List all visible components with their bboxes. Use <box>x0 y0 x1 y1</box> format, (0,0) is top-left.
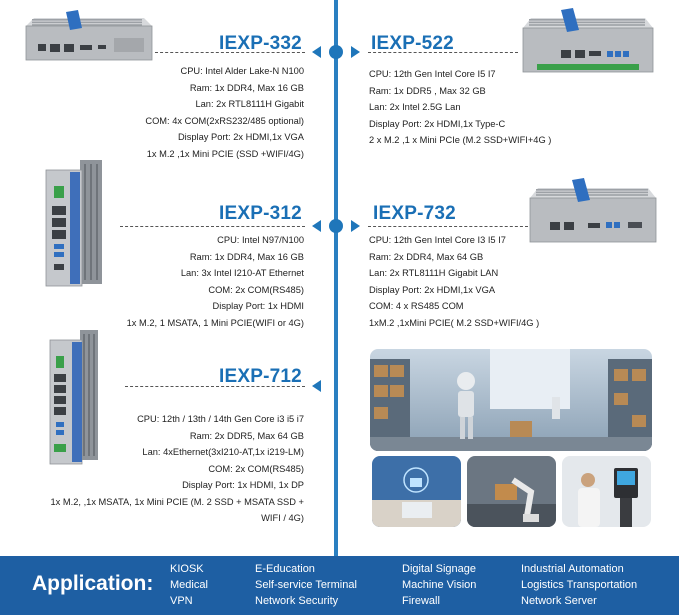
specs-iexp-712: CPU: 12th / 13th / 14th Gen Core i3 i5 i… <box>39 411 305 527</box>
device-image-iexp-312 <box>45 160 102 287</box>
spec-line: Lan: 4xEthernet(3xI210-AT,1x i219-LM) <box>142 447 304 457</box>
spec-line: Display Port: 1x HDMI <box>212 301 304 311</box>
spec-line: Ram: 2x DDR4, Max 64 GB <box>369 251 484 262</box>
spec-line: Lan: 3x Intel I210-AT Ethernet <box>180 268 304 278</box>
spec-line: Lan: 2x RTL8111H Gigabit <box>195 99 304 109</box>
spec-line: Ram: 2x DDR5, Max 64 GB <box>189 430 304 441</box>
spec-line: CPU: 12th Gen Intel Core I5 I7 <box>369 69 496 79</box>
divider <box>125 386 305 387</box>
application-item: E-Education <box>255 563 315 575</box>
spec-line: 1x M.2, 1 MSATA, 1 Mini PCIE(WIFI or 4G) <box>126 317 304 328</box>
application-item: Digital Signage <box>402 563 476 575</box>
spec-line: Lan: 2x Intel 2.5G Lan <box>369 102 461 112</box>
spec-line: Ram: 1x DDR4, Max 16 GB <box>189 82 304 93</box>
spec-line: CPU: 12th Gen Intel Core I3 I5 I7 <box>369 235 506 245</box>
pointer-right-icon <box>351 46 360 58</box>
timeline-node-icon <box>329 45 343 59</box>
divider <box>368 52 518 53</box>
spec-line: Lan: 2x RTL8111H Gigabit LAN <box>369 268 499 278</box>
application-item: Network Security <box>255 595 339 607</box>
spec-line: WIFI / 4G) <box>261 513 304 523</box>
photo-network-security <box>372 456 461 527</box>
pointer-right-icon <box>351 220 360 232</box>
model-iexp-712: IEXP-712 <box>219 366 302 387</box>
application-item: Self-service Terminal <box>255 579 357 591</box>
specs-iexp-522: CPU: 12th Gen Intel Core I5 I7 Ram: 1x D… <box>369 66 609 149</box>
spec-line: CPU: 12th / 13th / 14th Gen Core i3 i5 i… <box>137 414 304 424</box>
device-image-iexp-712 <box>49 330 98 465</box>
application-item: Network Server <box>521 595 597 607</box>
application-column: Digital Signage Machine Vision Firewall <box>402 561 476 609</box>
spec-line: Display Port: 2x HDMI,1x VGA <box>369 284 496 295</box>
specs-iexp-312: CPU: Intel N97/N100 Ram: 1x DDR4, Max 16… <box>64 232 304 331</box>
model-iexp-312: IEXP-312 <box>219 203 302 224</box>
spec-line: Display Port: 1x HDMI, 1x DP <box>182 480 304 490</box>
application-item: VPN <box>170 595 193 607</box>
spec-line: 1xM.2 ,1xMini PCIE( M.2 SSD+WIFI/4G ) <box>369 317 540 328</box>
spec-line: CPU: Intel N97/N100 <box>217 235 304 245</box>
application-column: Industrial Automation Logistics Transpor… <box>521 561 637 609</box>
pointer-left-icon <box>312 46 321 58</box>
application-item: Medical <box>170 579 208 591</box>
specs-iexp-732: CPU: 12th Gen Intel Core I3 I5 I7 Ram: 2… <box>369 232 609 331</box>
application-title: Application: <box>32 572 154 595</box>
timeline-node-icon <box>329 219 343 233</box>
pointer-left-icon <box>312 380 321 392</box>
photo-industrial-automation <box>467 456 556 527</box>
application-column: KIOSK Medical VPN <box>170 561 208 609</box>
spec-line: COM: 4x COM(2xRS232/485 optional) <box>145 115 304 126</box>
spec-line: Ram: 1x DDR5 , Max 32 GB <box>369 85 486 96</box>
spec-line: COM: 4 x RS485 COM <box>369 301 464 311</box>
pointer-left-icon <box>312 220 321 232</box>
photo-kiosk <box>562 456 651 527</box>
model-iexp-522: IEXP-522 <box>371 33 454 54</box>
divider <box>368 226 528 227</box>
spec-line: 1x M.2 ,1x Mini PCIE (SSD +WIFI/4G) <box>146 148 304 159</box>
spec-line: Ram: 1x DDR4, Max 16 GB <box>189 251 304 262</box>
application-item: KIOSK <box>170 563 204 575</box>
application-item: Firewall <box>402 595 440 607</box>
application-item: Industrial Automation <box>521 563 624 575</box>
spec-line: Display Port: 2x HDMI,1x Type-C <box>369 118 506 129</box>
model-iexp-732: IEXP-732 <box>373 203 456 224</box>
model-iexp-332: IEXP-332 <box>219 33 302 54</box>
application-column: E-Education Self-service Terminal Networ… <box>255 561 357 609</box>
application-footer: Application: KIOSK Medical VPN E-Educati… <box>0 556 679 615</box>
spec-line: COM: 2x COM(RS485) <box>208 463 304 474</box>
photo-warehouse-robot <box>370 349 652 451</box>
spec-line: 1x M.2, ,1x MSATA, 1x Mini PCIE (M. 2 SS… <box>50 496 305 507</box>
spec-line: COM: 2x COM(RS485) <box>208 284 304 295</box>
application-item: Logistics Transportation <box>521 579 638 591</box>
application-item: Machine Vision <box>402 579 477 591</box>
device-image-iexp-332 <box>25 10 153 61</box>
specs-iexp-332: CPU: Intel Alder Lake-N N100 Ram: 1x DDR… <box>64 63 304 162</box>
spec-line: Display Port: 2x HDMI,1x VGA <box>177 132 304 142</box>
divider <box>120 226 305 227</box>
spec-line: 2 x M.2 ,1 x Mini PCIe (M.2 SSD+WIFI+4G … <box>369 135 552 145</box>
device-image-iexp-732 <box>529 178 657 243</box>
timeline-line <box>334 0 338 556</box>
divider <box>155 52 305 53</box>
spec-line: CPU: Intel Alder Lake-N N100 <box>180 66 304 76</box>
device-image-iexp-522 <box>522 8 654 73</box>
